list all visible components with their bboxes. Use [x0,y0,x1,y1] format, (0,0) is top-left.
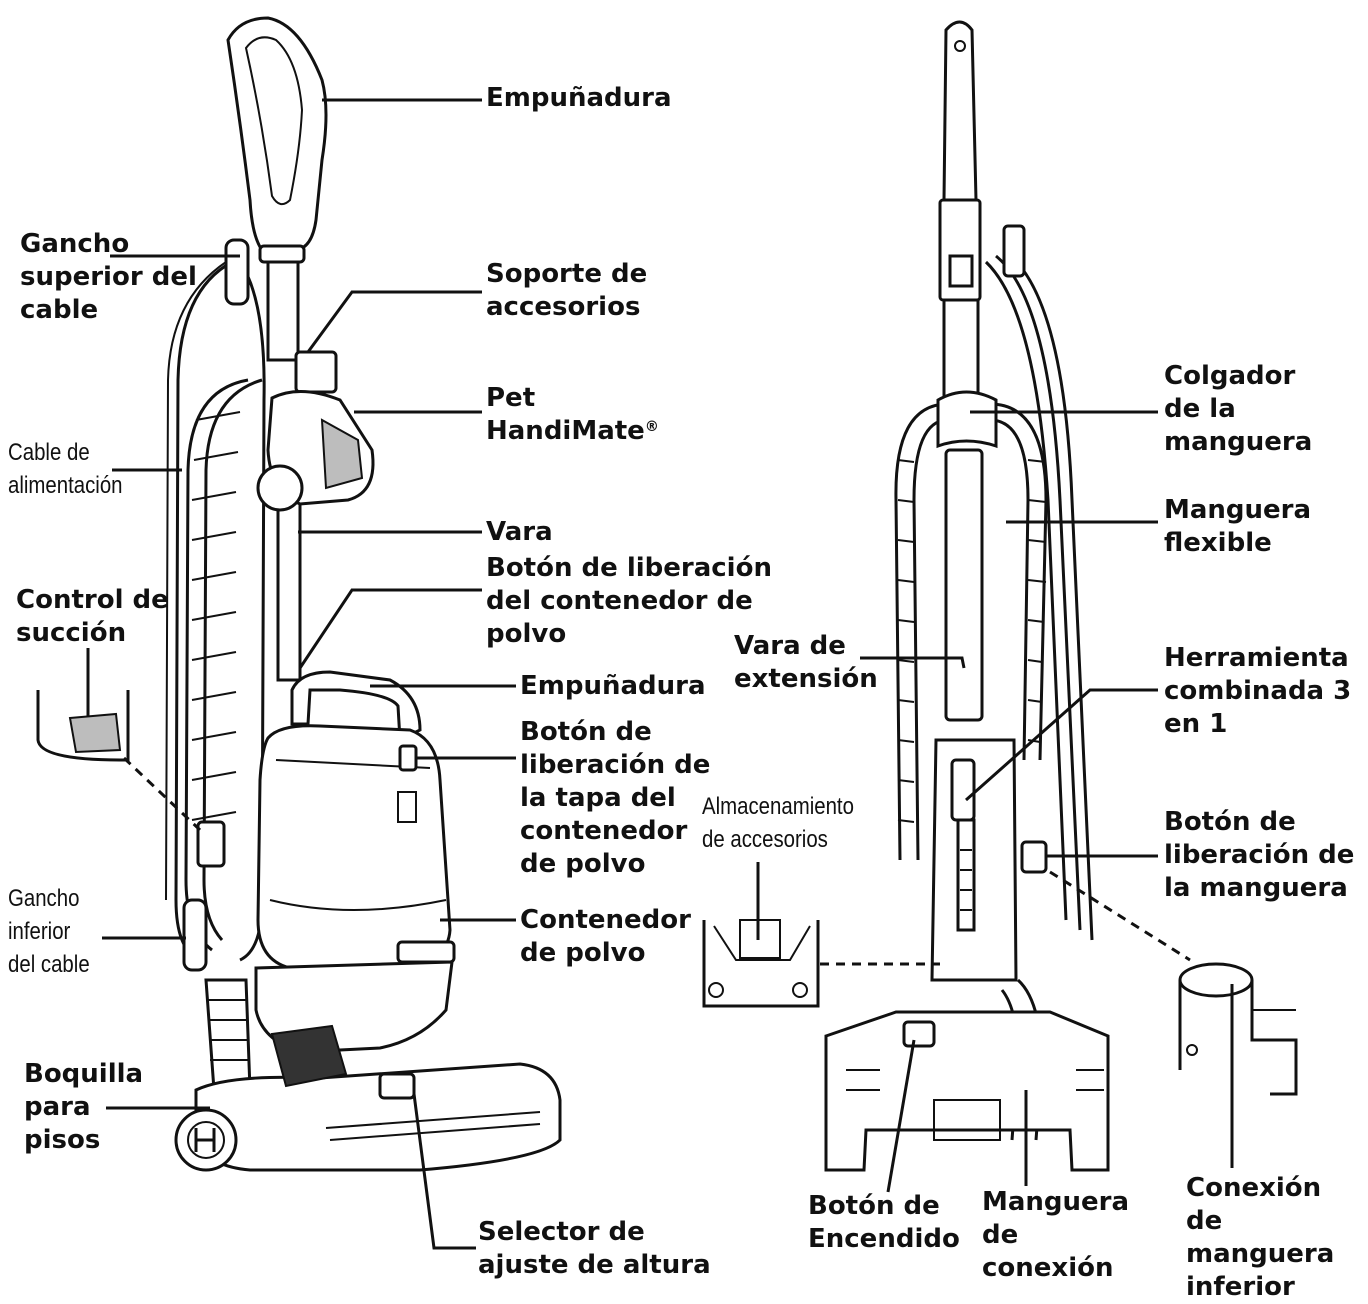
label-vara: Vara [486,517,553,547]
label-pet-handimate: Pet HandiMate® [486,383,659,446]
power-button [902,1020,936,1048]
rear-view-vacuum [702,20,1298,1172]
label-boton-liberacion-manguera: Botón de liberación de la manguera [1164,807,1355,903]
label-boton-contenedor-polvo: Botón de liberación del contenedor de po… [486,553,772,649]
registered-mark: ® [644,419,659,435]
label-colgador-manguera: Colgador de la manguera [1164,361,1313,457]
label-control-succion: Control de succión [16,585,169,648]
label-herramienta-combinada: Herramienta combinada 3 en 1 [1164,643,1352,739]
label-conexion-manguera-inferior: Conexión de manguera inferior [1186,1173,1335,1302]
label-gancho-superior: Gancho superior del cable [20,229,197,325]
dust-bin [256,724,452,970]
label-boton-encendido: Botón de Encendido [808,1191,960,1254]
accessory-holder [294,350,338,394]
label-boton-tapa: Botón de liberación de la tapa del conte… [520,717,711,879]
upper-cord-hook [224,238,250,306]
label-almacenamiento: Almacenamiento de accesorios [702,793,854,853]
label-empunadura: Empuñadura [486,83,672,113]
label-manguera-conexion: Manguera de conexión [982,1187,1130,1283]
leader-lines [86,98,1234,1250]
label-manguera-flexible: Manguera flexible [1164,495,1312,558]
label-contenedor-polvo: Contenedor de polvo [520,905,691,968]
label-vara-extension: Vara de extensión [734,631,878,694]
label-empunadura-contenedor: Empuñadura [520,671,706,701]
upper-wand [266,248,300,362]
lower-cord-hook [182,898,208,972]
floor-nozzle [194,1062,562,1172]
extension-wand [944,448,984,722]
label-gancho-inferior: Gancho inferior del cable [8,885,90,978]
handle-grip [226,16,328,252]
front-view-vacuum [36,16,562,1172]
label-selector-altura: Selector de ajuste de altura [478,1217,711,1280]
label-boquilla: Boquilla para pisos [24,1059,144,1155]
hose-hanger [936,390,998,449]
label-soporte-accesorios: Soporte de accesorios [486,259,648,322]
label-cable-alimentacion: Cable de alimentación [8,439,123,499]
bin-handle [290,670,422,743]
hose-release-button [1020,840,1048,874]
